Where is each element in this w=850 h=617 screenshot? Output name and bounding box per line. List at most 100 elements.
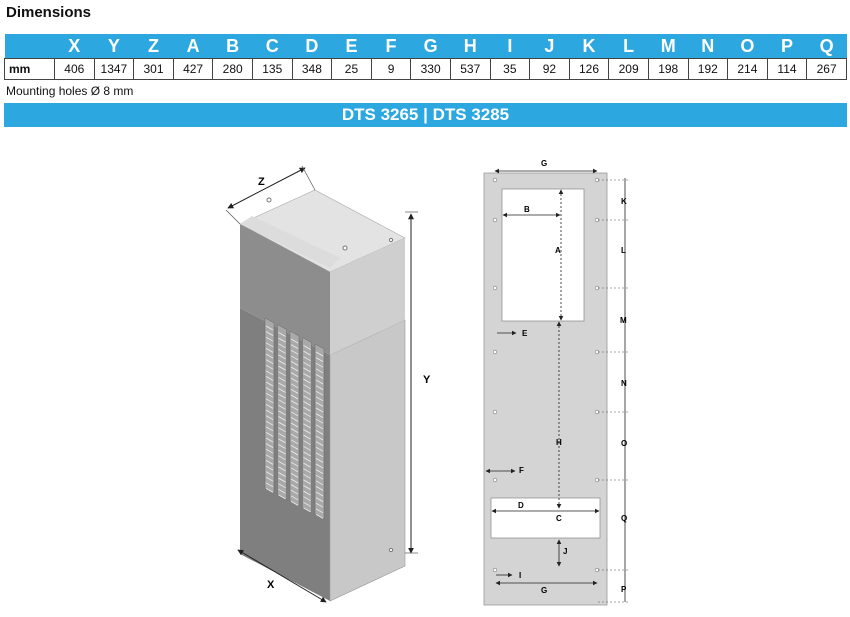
- label-e: E: [522, 329, 528, 338]
- value-cell-a: 427: [172, 58, 214, 80]
- grille-louver: [303, 361, 311, 367]
- grille-louver: [290, 461, 299, 467]
- grille-louver: [315, 441, 324, 446]
- grille-louver: [303, 490, 311, 496]
- grille-louver: [265, 336, 274, 342]
- label-g-top: G: [541, 159, 547, 168]
- label-x: X: [267, 579, 275, 591]
- grille-louver: [290, 389, 299, 394]
- grille-louver: [315, 469, 324, 474]
- grille-louver: [265, 415, 274, 420]
- grille-louver: [265, 471, 274, 476]
- grille-louver: [290, 372, 299, 377]
- grille-louver: [278, 494, 286, 500]
- dimension-line-z: [227, 167, 306, 209]
- grille-louver: [265, 443, 274, 448]
- bottom-cutout: [490, 497, 601, 539]
- grille-louver: [290, 361, 299, 366]
- mounting-plan: G B A H D C E F J I G K L M N: [483, 159, 629, 606]
- grille-louver: [278, 416, 286, 421]
- grille-louver: [278, 466, 286, 472]
- grille-louver: [290, 355, 299, 361]
- grille-louver: [265, 488, 274, 493]
- value-cell-z: 301: [133, 58, 174, 80]
- grille-louver: [278, 371, 286, 377]
- grille-louver: [290, 417, 299, 422]
- grille-louver: [303, 496, 311, 502]
- grille-louver: [315, 418, 324, 424]
- grille-louver: [265, 359, 274, 364]
- grille-louver: [290, 433, 299, 439]
- grille-louver: [265, 420, 274, 426]
- grille-louver: [265, 325, 274, 331]
- grille-louver: [278, 421, 286, 427]
- value-cell-h: 537: [449, 58, 491, 80]
- grille-louver: [303, 445, 311, 451]
- grille-louver: [315, 413, 324, 418]
- mounting-hole: [492, 349, 498, 355]
- value-cell-x: 406: [54, 58, 95, 80]
- grille-louver: [315, 424, 324, 430]
- column-header-b: B: [212, 34, 253, 59]
- grille-louver: [303, 384, 311, 390]
- grille-louver: [265, 370, 274, 376]
- grille-louver: [265, 465, 274, 471]
- grille-louver: [315, 463, 324, 469]
- value-cell-c: 135: [251, 58, 293, 80]
- grille-louver: [290, 467, 299, 473]
- grille-louver: [278, 477, 286, 483]
- label-b: B: [524, 205, 530, 214]
- grille-louver: [278, 460, 286, 466]
- hood-lip: [240, 216, 340, 268]
- grille-louver: [265, 376, 274, 381]
- grille-slat: [264, 317, 275, 494]
- value-cell-i: 35: [489, 58, 531, 80]
- grille-louver: [278, 427, 286, 433]
- label-l: L: [621, 246, 626, 255]
- grille-louver: [315, 407, 324, 413]
- grille-louver: [303, 457, 311, 462]
- grille-louver: [303, 350, 311, 356]
- header-corner: [4, 34, 55, 59]
- mounting-hole: [388, 547, 394, 553]
- grille-louver: [290, 400, 299, 405]
- mounting-hole: [492, 477, 498, 483]
- grille-louver: [303, 479, 311, 485]
- value-cell-m: 198: [647, 58, 689, 80]
- grille-louver: [315, 368, 324, 374]
- mounting-hole: [492, 177, 498, 183]
- grille-louver: [315, 396, 324, 402]
- value-cell-g: 330: [410, 58, 451, 80]
- label-z: Z: [258, 176, 265, 188]
- dimension-chain-ticks: [598, 179, 629, 603]
- value-cell-q: 267: [806, 58, 847, 80]
- grille-louver: [290, 394, 299, 400]
- label-h: H: [556, 438, 562, 447]
- column-header-o: O: [727, 34, 768, 59]
- ventilation-grille: [264, 317, 325, 520]
- grille-louver: [303, 373, 311, 378]
- grille-louver: [315, 351, 324, 357]
- column-header-z: Z: [133, 34, 174, 59]
- grille-louver: [278, 343, 286, 349]
- grille-louver: [303, 367, 311, 373]
- column-header-q: Q: [806, 34, 847, 59]
- grille-louver: [303, 507, 311, 513]
- grille-louver: [303, 501, 311, 507]
- grille-louver: [303, 417, 311, 423]
- value-cell-b: 280: [212, 58, 253, 80]
- hood-side: [330, 238, 405, 355]
- grille-louver: [265, 482, 274, 488]
- label-i: I: [519, 571, 521, 580]
- grille-louver: [315, 374, 324, 379]
- grille-louver: [290, 338, 299, 344]
- grille-slat: [314, 343, 325, 520]
- cabinet-isometric: Z Y X: [225, 165, 431, 603]
- grille-louver: [265, 342, 274, 348]
- value-cell-o: 214: [727, 58, 768, 80]
- grille-louver: [315, 497, 324, 502]
- grille-louver: [265, 460, 274, 465]
- mounting-hole: [266, 197, 272, 203]
- grille-louver: [290, 473, 299, 478]
- column-header-m: M: [648, 34, 688, 59]
